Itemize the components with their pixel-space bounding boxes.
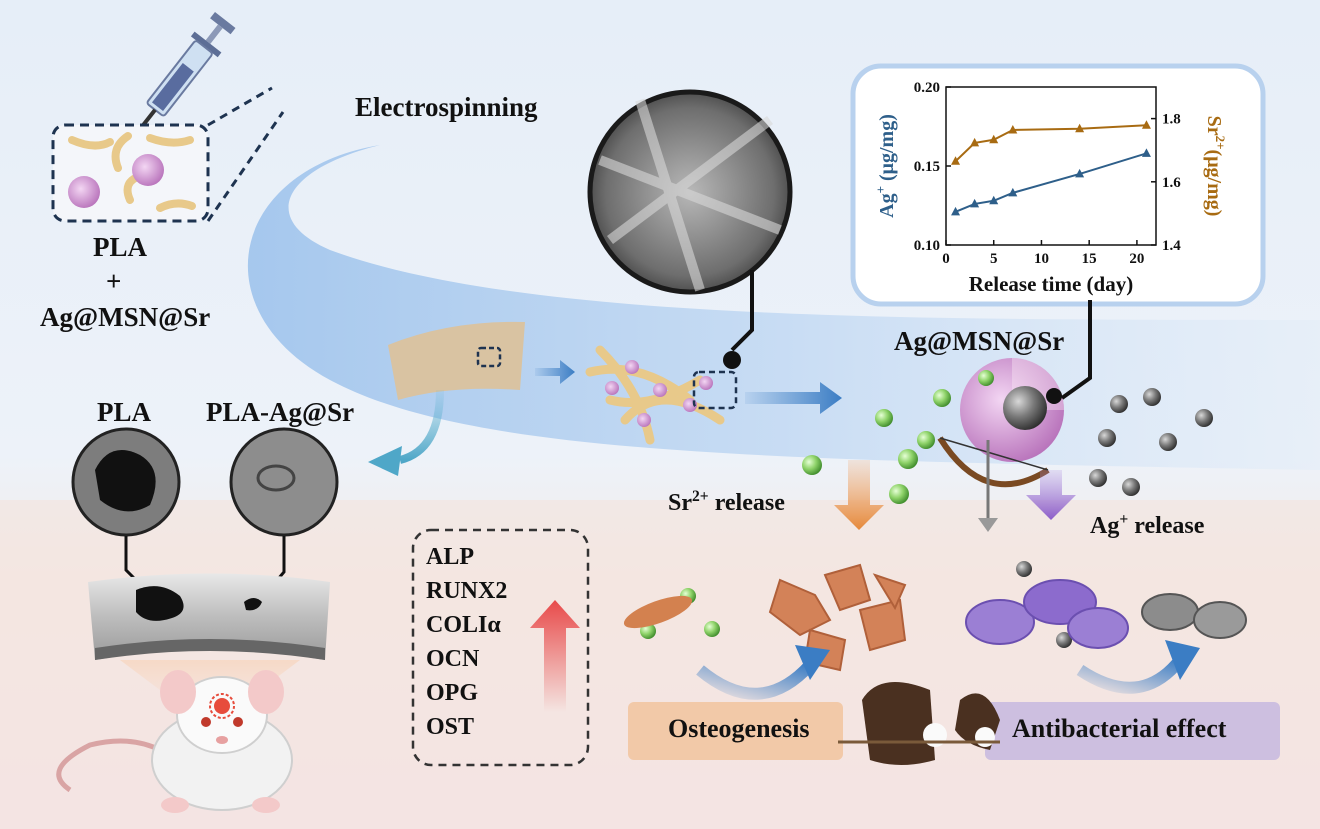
sr-data-point <box>1075 123 1085 133</box>
sr-data-point <box>951 156 961 165</box>
sr-release-label: Sr2+ release <box>668 488 785 516</box>
marker-list: ALP RUNX2 COLIα OCN OPG OST <box>426 540 507 744</box>
ag-data-point <box>1008 187 1018 197</box>
marker-box <box>411 528 590 767</box>
sr-data-point <box>989 134 999 144</box>
y-right-tick-label: 1.4 <box>1162 238 1181 254</box>
x-tick-label: 10 <box>1034 251 1049 267</box>
nanoparticle-icon <box>132 154 164 186</box>
fiber-cluster-icon <box>585 345 725 445</box>
marker-item: ALP <box>426 544 474 570</box>
ag-msn-sr-label: Ag@MSN@Sr <box>40 302 211 332</box>
pla-label: PLA <box>93 232 147 262</box>
x-tick-label: 5 <box>990 251 998 267</box>
sr-data-point <box>1141 120 1151 129</box>
ag-data-point <box>970 198 980 208</box>
ag-data-point <box>1141 148 1151 157</box>
release-chart-panel <box>850 63 1266 307</box>
sr-release-arrow-icon <box>834 460 884 530</box>
y-left-tick-label: 0.10 <box>914 238 940 254</box>
pla-group-label: PLA <box>97 397 151 427</box>
y-right-tick-label: 1.8 <box>1162 112 1181 128</box>
marker-item: OST <box>426 714 475 740</box>
y-left-axis-label: Ag+ (μg/mg) <box>873 114 898 218</box>
mouse-icon <box>56 670 293 813</box>
electrospinning-label: Electrospinning <box>355 92 538 122</box>
pla-fibers-icon <box>68 132 196 212</box>
x-tick-label: 0 <box>942 251 950 267</box>
ag-msn-sr-particle-label: Ag@MSN@Sr <box>894 326 1065 356</box>
ag-data-point <box>1075 168 1085 178</box>
x-tick-label: 20 <box>1129 251 1144 267</box>
antibacterial-panel <box>985 702 1280 760</box>
ag-data-point <box>989 195 999 205</box>
sr-data-point <box>1008 124 1018 134</box>
upregulation-arrow-icon <box>530 600 580 712</box>
ag-ion-spheres <box>1016 388 1213 648</box>
sr-ion-spheres <box>640 370 994 639</box>
scaffold-mat <box>388 321 525 400</box>
marker-item: OPG <box>426 680 478 706</box>
x-axis-label: Release time (day) <box>969 272 1133 296</box>
y-right-tick-label: 1.6 <box>1162 175 1181 191</box>
osteogenesis-label: Osteogenesis <box>668 714 810 743</box>
sr-data-point <box>970 137 980 147</box>
y-right-axis-label: Sr2+(μg/mg) <box>1203 116 1228 217</box>
eagles-icon <box>838 682 1000 765</box>
osteogenesis-panel <box>628 702 843 760</box>
marker-item: OCN <box>426 646 480 672</box>
antibacterial-label: Antibacterial effect <box>1012 714 1227 743</box>
ag-release-label: Ag+ release <box>1090 511 1205 539</box>
flow-arrow-icon <box>535 360 575 384</box>
y-left-tick-label: 0.20 <box>914 80 940 96</box>
x-tick-label: 15 <box>1082 251 1097 267</box>
syringe-icon <box>136 12 236 134</box>
ag-release-arrow-icon <box>1026 470 1076 520</box>
marker-item: RUNX2 <box>426 578 508 604</box>
pla-ag-sr-skull-image <box>229 427 339 537</box>
y-left-tick-label: 0.15 <box>914 159 940 175</box>
marker-item: COLIα <box>426 612 501 638</box>
flow-arrow-icon <box>745 382 842 414</box>
curved-arrow-icon <box>368 446 402 476</box>
stem-cell-icon <box>623 595 693 629</box>
plus-label: + <box>106 266 122 296</box>
ag-data-point <box>951 206 961 216</box>
bacteria-icon <box>965 579 1247 649</box>
nanoparticle-icon <box>68 176 100 208</box>
pla-ag-sr-group-label: PLA-Ag@Sr <box>206 397 355 427</box>
